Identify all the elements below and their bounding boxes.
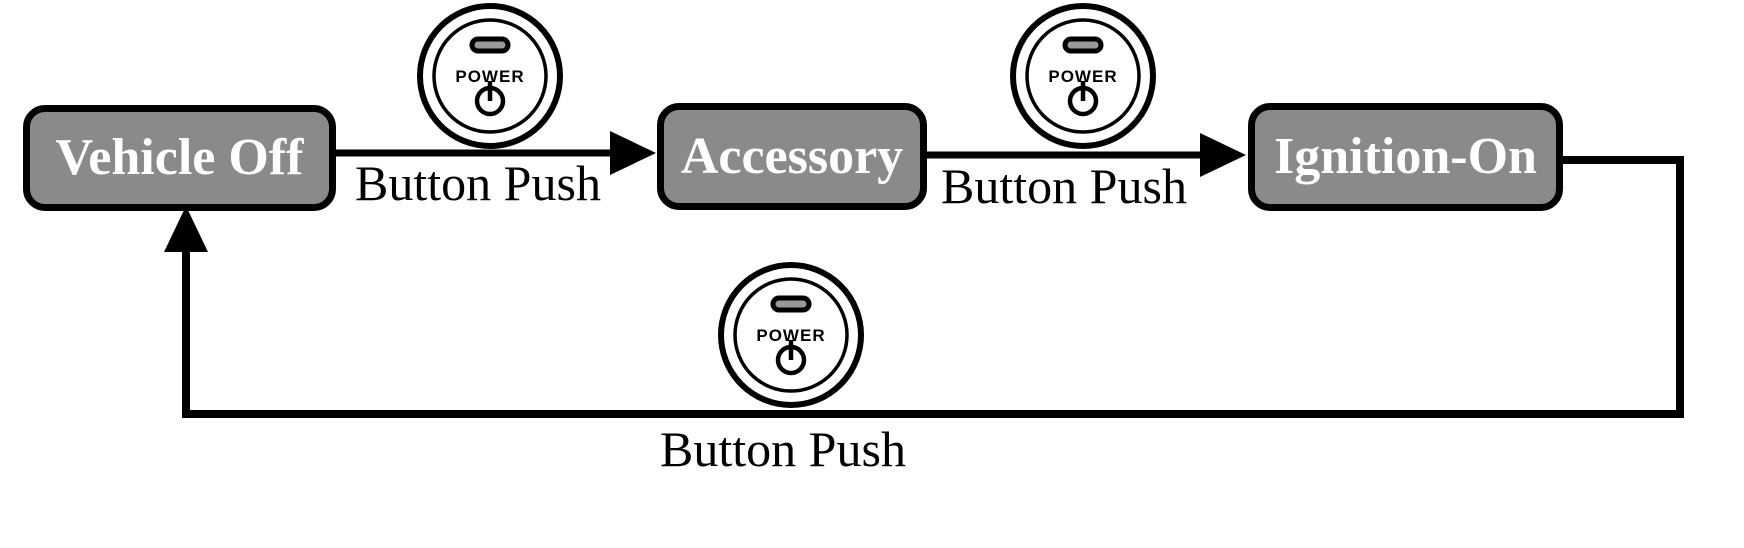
edge-label-vehicleoff-to-accessory: Button Push — [355, 155, 601, 211]
arrowhead-ignitionon-to-vehicleoff — [164, 206, 208, 252]
power-button-inner-ring — [733, 277, 849, 393]
arrowhead-accessory-to-ignitionon — [1200, 133, 1246, 177]
power-button-led — [469, 36, 511, 54]
power-symbol-circle — [775, 344, 807, 376]
power-button-inner-ring — [432, 18, 548, 134]
state-ignition-on: Ignition-On — [1248, 103, 1563, 211]
power-button-led — [1062, 36, 1104, 54]
state-accessory-label: Accessory — [680, 127, 904, 185]
state-vehicle-off: Vehicle Off — [23, 105, 336, 211]
power-button-inner-ring — [1025, 18, 1141, 134]
edge-ignitionon-to-vehicleoff — [182, 156, 1684, 418]
power-button-text: POWER — [1048, 67, 1117, 86]
arrowhead-vehicleoff-to-accessory — [610, 131, 656, 175]
power-button-icon: POWER — [1010, 3, 1156, 149]
state-vehicle-off-label: Vehicle Off — [55, 129, 304, 186]
edge-label-accessory-to-ignitionon: Button Push — [941, 158, 1187, 214]
power-button-text: POWER — [756, 326, 825, 345]
power-button-icon: POWER — [417, 3, 563, 149]
power-button-icon: POWER — [718, 262, 864, 408]
state-accessory: Accessory — [657, 103, 927, 210]
state-ignition-on-label: Ignition-On — [1274, 128, 1537, 185]
edge-label-ignitionon-to-vehicleoff: Button Push — [660, 421, 906, 477]
power-button-led — [770, 295, 812, 313]
power-symbol-circle — [1067, 85, 1099, 117]
power-symbol-circle — [474, 85, 506, 117]
power-button-text: POWER — [455, 67, 524, 86]
